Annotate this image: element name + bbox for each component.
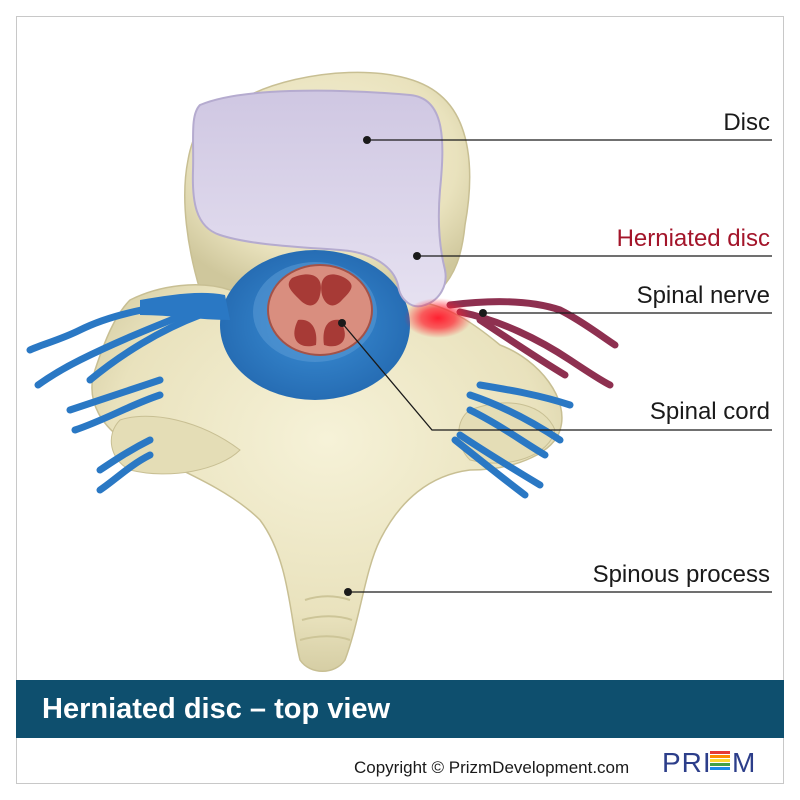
nerve-branches-left <box>26 296 214 494</box>
leader-lines <box>341 139 772 593</box>
nerve-branches-right <box>451 381 574 499</box>
label-spinal-nerve: Spinal nerve <box>636 282 770 309</box>
title-banner: Herniated disc – top view <box>16 680 784 738</box>
banner-title: Herniated disc – top view <box>42 693 391 725</box>
spinal-cord <box>267 264 373 356</box>
logo-z-stripes <box>710 751 730 770</box>
svg-text:M: M <box>732 747 755 777</box>
prizm-logo: PRI M <box>662 747 755 777</box>
label-spinal-cord: Spinal cord <box>649 398 770 425</box>
copyright-text: Copyright © PrizmDevelopment.com <box>354 758 630 777</box>
grey-matter <box>288 274 352 347</box>
label-spinous-process: Spinous process <box>592 561 770 588</box>
label-disc: Disc <box>723 109 770 136</box>
label-herniated-disc: Herniated disc <box>616 225 770 252</box>
svg-text:PRI: PRI <box>662 747 712 777</box>
herniation-hotspot <box>404 298 472 338</box>
spinous-ridges <box>299 595 353 641</box>
compressed-spinal-nerve <box>446 298 619 389</box>
nerve-root-left <box>140 292 230 320</box>
leader-dots <box>338 136 487 596</box>
